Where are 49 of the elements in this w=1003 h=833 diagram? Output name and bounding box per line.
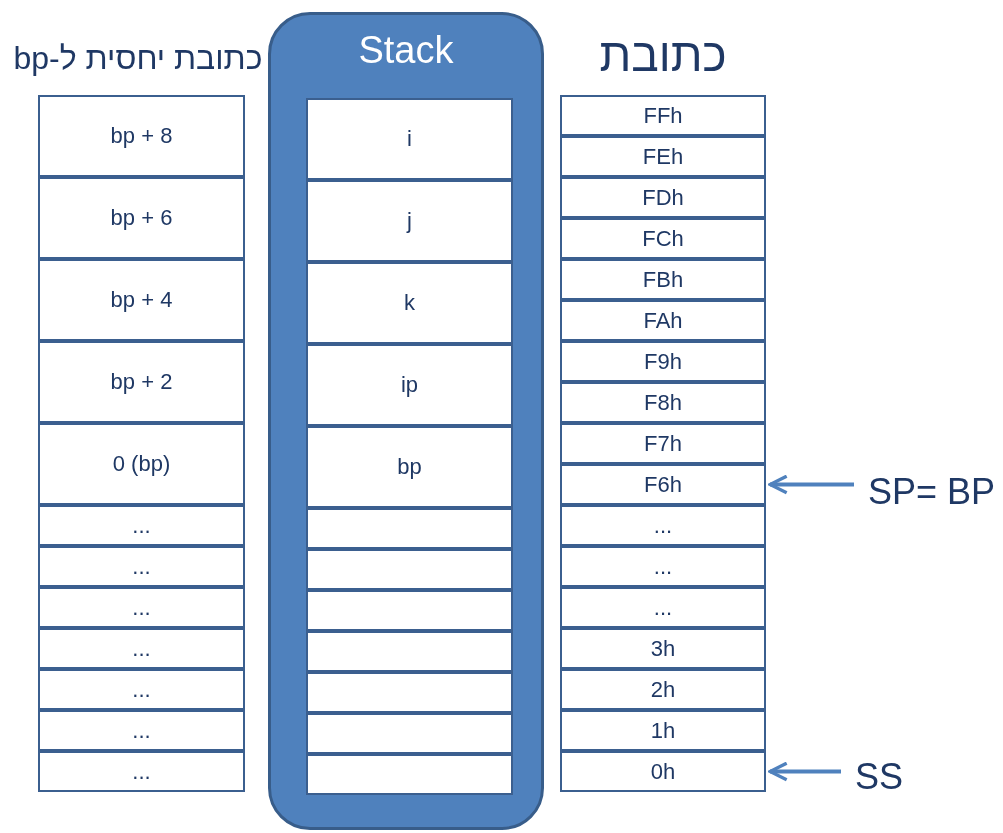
arrow [768,761,841,782]
memory-cell: FBh [560,259,766,300]
memory-cell: j [306,180,513,262]
memory-cell: F7h [560,423,766,464]
memory-cell: 0 (bp) [38,423,245,505]
memory-cell: FAh [560,300,766,341]
column-header: כתובת [598,28,728,82]
memory-cell: ... [38,546,245,587]
memory-cell: ... [560,546,766,587]
empty-memory-cell [306,672,513,713]
pointer-label: SS [855,755,915,799]
memory-cell: 3h [560,628,766,669]
memory-cell: F8h [560,382,766,423]
memory-cell: FFh [560,95,766,136]
empty-memory-cell [306,754,513,795]
memory-cell: ... [38,628,245,669]
memory-cell: bp + 2 [38,341,245,423]
memory-cell: bp + 6 [38,177,245,259]
memory-cell: ... [560,587,766,628]
memory-cell: ... [38,587,245,628]
memory-cell: 2h [560,669,766,710]
arrow [768,474,854,495]
pointer-label: SP= BP [868,470,1003,514]
memory-cell: ... [38,751,245,792]
memory-cell: 0h [560,751,766,792]
memory-cell: ... [560,505,766,546]
memory-cell: FEh [560,136,766,177]
memory-cell: ... [38,710,245,751]
memory-cell: 1h [560,710,766,751]
memory-cell: ip [306,344,513,426]
memory-cell: FCh [560,218,766,259]
memory-cell: F6h [560,464,766,505]
memory-cell: i [306,98,513,180]
memory-cell: bp + 8 [38,95,245,177]
empty-memory-cell [306,549,513,590]
column-header: כתובת יחסית ל-bp [12,40,264,77]
empty-memory-cell [306,631,513,672]
stack-panel [268,12,544,830]
memory-cell: FDh [560,177,766,218]
empty-memory-cell [306,508,513,549]
memory-cell: k [306,262,513,344]
memory-cell: ... [38,505,245,546]
panel-title: Stack [357,29,455,72]
empty-memory-cell [306,590,513,631]
memory-cell: F9h [560,341,766,382]
memory-cell: bp + 4 [38,259,245,341]
empty-memory-cell [306,713,513,754]
memory-cell: bp [306,426,513,508]
memory-cell: ... [38,669,245,710]
